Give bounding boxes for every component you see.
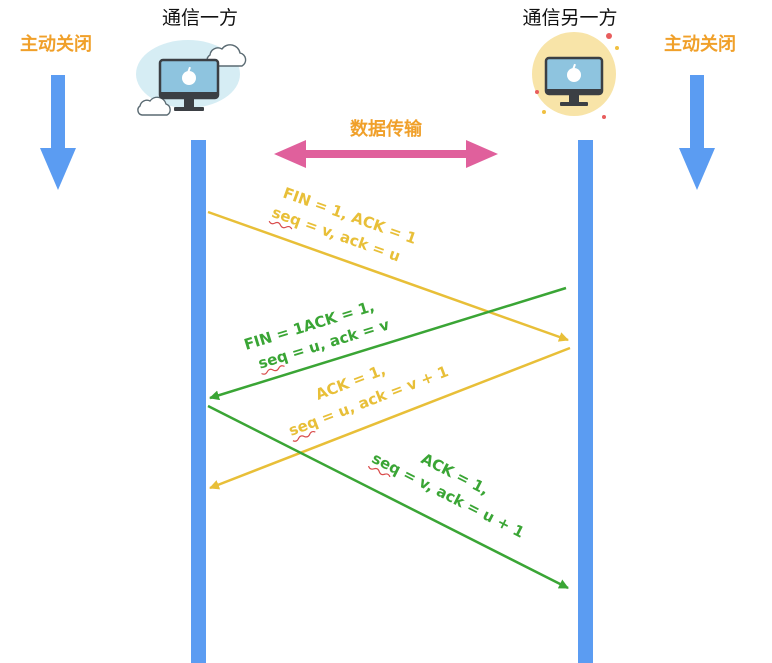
left-active-close-label: 主动关闭 xyxy=(20,33,92,55)
left-down-arrow xyxy=(40,75,76,190)
message-1-arrow xyxy=(207,210,569,342)
left-party-title: 通信一方 xyxy=(162,7,238,29)
message-4-label: ACK = 1, seq = v, ack = u + 1 xyxy=(367,449,527,542)
message-3-arrow xyxy=(209,346,571,490)
left-timeline xyxy=(191,140,206,663)
right-down-arrow xyxy=(679,75,715,190)
message-2-arrow xyxy=(209,286,567,401)
right-timeline xyxy=(578,140,593,663)
data-transfer-double-arrow xyxy=(274,140,498,168)
message-4-arrow xyxy=(207,404,569,590)
message-1-label: FIN = 1, ACK = 1 seq = v, ack = u xyxy=(268,184,419,265)
right-computer-icon xyxy=(532,32,619,119)
left-computer-icon xyxy=(136,40,247,116)
data-transfer-label: 数据传输 xyxy=(350,118,423,140)
right-active-close-label: 主动关闭 xyxy=(664,33,736,55)
right-party-title: 通信另一方 xyxy=(522,7,617,29)
